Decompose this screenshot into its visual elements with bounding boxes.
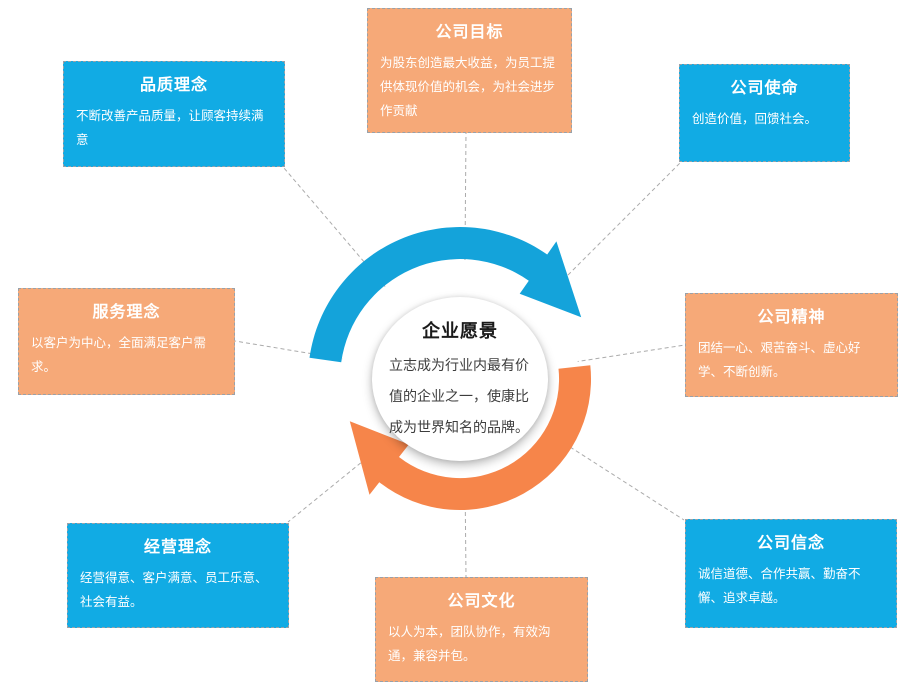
- center-title: 企业愿景: [422, 321, 498, 341]
- node-company-culture: 公司文化 以人为本，团队协作，有效沟通，兼容并包。: [375, 577, 588, 682]
- node-title: 公司文化: [447, 593, 516, 610]
- center-body: 立志成为行业内最有价值的企业之一，使康比成为世界知名的品牌。: [389, 357, 529, 435]
- node-business-philosophy: 经营理念 经营得意、客户满意、员工乐意、社会有益。: [67, 523, 289, 628]
- node-body: 以客户为中心，全面满足客户需求。: [31, 336, 207, 374]
- connector-top-left: [283, 167, 465, 380]
- node-title: 公司目标: [435, 24, 504, 41]
- node-company-goal: 公司目标 为股东创造最大收益，为员工提供体现价值的机会，为社会进步作贡献: [367, 8, 572, 133]
- node-title: 经营理念: [143, 539, 212, 556]
- node-quality-philosophy: 品质理念 不断改善产品质量，让顾客持续满意: [63, 61, 285, 167]
- node-body: 团结一心、艰苦奋斗、虚心好学、不断创新。: [698, 341, 861, 379]
- node-company-belief: 公司信念 诚信道德、合作共赢、勤奋不懈、追求卓越。: [685, 519, 897, 628]
- node-company-spirit: 公司精神 团结一心、艰苦奋斗、虚心好学、不断创新。: [685, 293, 898, 397]
- node-body: 诚信道德、合作共赢、勤奋不懈、追求卓越。: [698, 567, 861, 605]
- node-body: 为股东创造最大收益，为员工提供体现价值的机会，为社会进步作贡献: [380, 56, 556, 118]
- node-body: 经营得意、客户满意、员工乐意、社会有益。: [80, 571, 268, 609]
- center-vision-circle: 企业愿景 立志成为行业内最有价值的企业之一，使康比成为世界知名的品牌。: [372, 297, 548, 461]
- node-title: 公司精神: [757, 309, 826, 326]
- node-title: 公司使命: [730, 80, 799, 97]
- orange-cycle-arrow-icon: [349, 365, 592, 511]
- node-title: 服务理念: [92, 304, 161, 321]
- node-body: 不断改善产品质量，让顾客持续满意: [76, 109, 264, 147]
- blue-cycle-arrow-icon: [309, 227, 582, 363]
- node-body: 以人为本，团队协作，有效沟通，兼容并包。: [388, 625, 551, 663]
- node-body: 创造价值，回馈社会。: [692, 112, 818, 126]
- node-service-philosophy: 服务理念 以客户为中心，全面满足客户需求。: [18, 288, 235, 395]
- node-title: 品质理念: [139, 77, 208, 94]
- node-title: 公司信念: [756, 535, 825, 552]
- connector-top: [463, 130, 467, 380]
- node-company-mission: 公司使命 创造价值，回馈社会。: [679, 64, 850, 162]
